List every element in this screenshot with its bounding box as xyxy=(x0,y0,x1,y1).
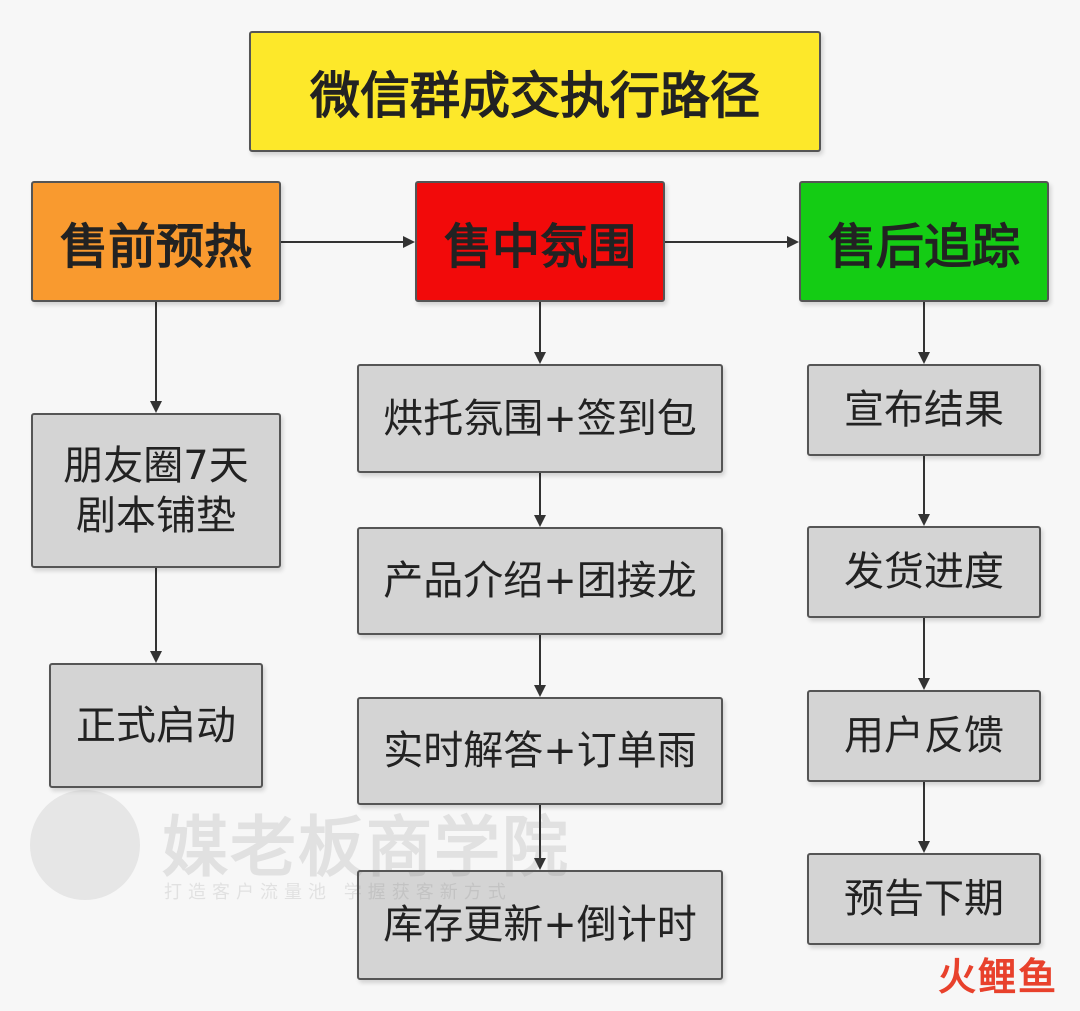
aftersale-step-user-feedback: 用户反馈 xyxy=(807,690,1041,782)
source-logo: 火鲤鱼 xyxy=(937,955,1058,999)
aftersale-step-announce-results: 宣布结果 xyxy=(807,364,1041,456)
presale-step-launch: 正式启动 xyxy=(49,663,263,788)
presale-header: 售前预热 xyxy=(31,181,281,302)
insale-step-stock-countdown: 库存更新+倒计时 xyxy=(357,870,723,980)
diagram-title: 微信群成交执行路径 xyxy=(249,31,821,152)
insale-step-product-intro: 产品介绍+团接龙 xyxy=(357,527,723,635)
presale-step-moments-script: 朋友圈7天 剧本铺垫 xyxy=(31,413,281,568)
insale-header: 售中氛围 xyxy=(415,181,665,302)
insale-step-live-answers: 实时解答+订单雨 xyxy=(357,697,723,805)
insale-step-atmosphere: 烘托氛围+签到包 xyxy=(357,364,723,473)
aftersale-step-next-preview: 预告下期 xyxy=(807,853,1041,945)
aftersale-header: 售后追踪 xyxy=(799,181,1049,302)
aftersale-step-shipping-progress: 发货进度 xyxy=(807,526,1041,618)
